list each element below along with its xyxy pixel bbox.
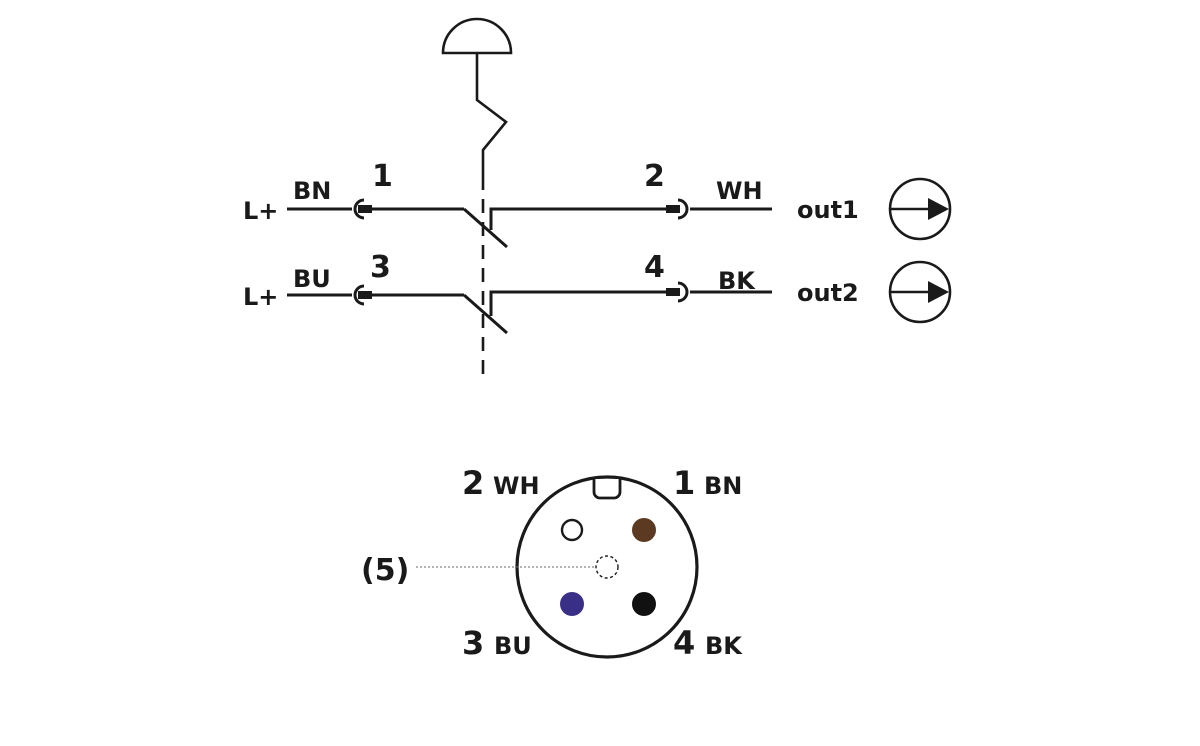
pin-5-label: (5) [361,553,409,588]
terminal-4-icon [677,281,689,303]
contact-2-blade [463,293,508,335]
pin-1-contact [632,518,656,542]
terminal-3-icon [353,284,365,306]
output-arrow-2-icon [888,260,952,324]
connector-pin1-number: 1 [673,464,695,502]
terminal-4-contact [666,288,680,296]
terminal-2-icon [677,198,689,220]
pin-number-3: 3 [370,250,391,285]
terminal-3-contact [358,291,372,299]
contact-1-blade [463,207,508,249]
output-label-2: out2 [797,279,859,307]
wire-label-wh: WH [716,177,763,205]
supply-label-2: L+ [243,283,278,311]
output-label-1: out1 [797,196,859,224]
terminal-1-contact [358,205,372,213]
connector-pin2-wire: WH [493,472,540,500]
contact-2-wire-right [489,290,672,316]
connector-pin3-number: 3 [462,624,484,662]
pin-3-contact [560,592,584,616]
pin-4-contact [632,592,656,616]
connector-pin2-number: 2 [462,464,484,502]
terminal-2-contact [666,205,680,213]
terminal-1-icon [353,198,365,220]
wire-label-bu: BU [293,265,331,293]
contact-1-wire-right [489,207,672,230]
output-arrow-1-icon [888,177,952,241]
pin-number-2: 2 [644,159,665,194]
supply-label-1: L+ [243,197,278,225]
connector-pin1-wire: BN [704,472,742,500]
connector-pin4-number: 4 [673,624,695,662]
connector-pin3-wire: BU [494,632,532,660]
connector-pin4-wire: BK [705,632,743,660]
wire-label-bn: BN [293,177,331,205]
connector-key-notch [592,479,622,500]
pin-number-1: 1 [372,159,393,194]
wire-label-bk: BK [718,267,756,295]
pin-number-4: 4 [644,250,665,285]
pin-5-contact [595,555,619,579]
actuator-mushroom-icon [441,17,513,176]
pin-2-contact [560,518,584,542]
